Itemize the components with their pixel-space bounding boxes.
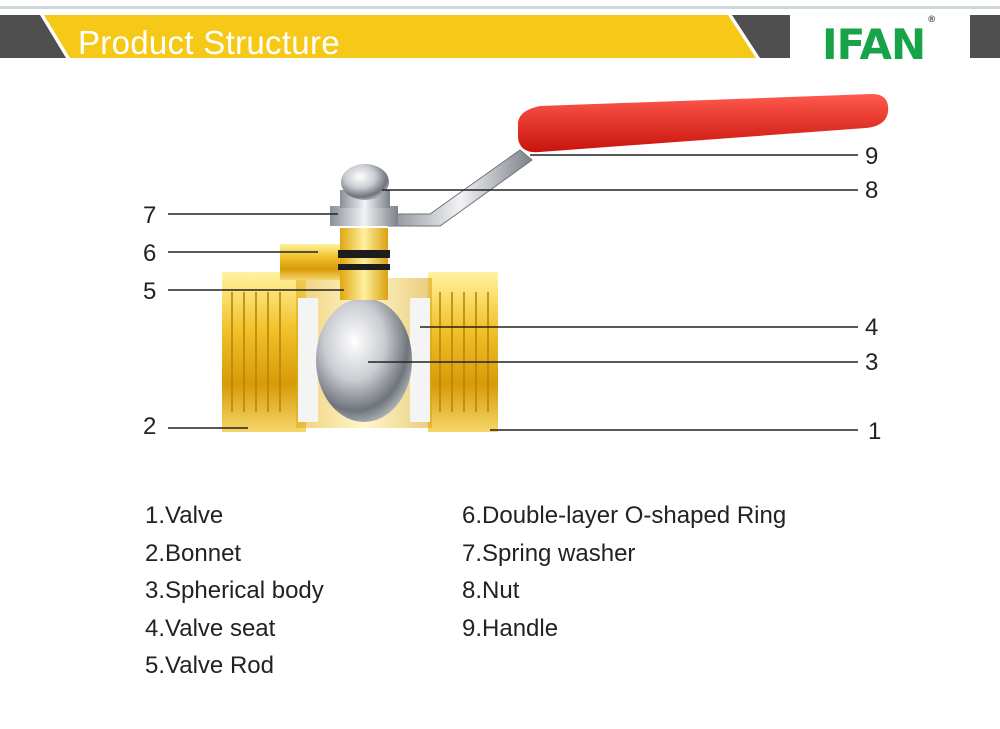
legend-item: 4.Valve seat [145, 614, 276, 642]
legend-item: 2.Bonnet [145, 539, 242, 567]
legend-item: 1.Valve [145, 502, 224, 529]
brand-logo: IFAN® [822, 15, 936, 69]
o-ring-upper [338, 250, 390, 258]
callout-4: 4 [865, 314, 879, 341]
banner-shapes [0, 15, 1000, 58]
legend-right: 6.Double-layer O-shaped Ring 7.Spring wa… [462, 497, 786, 647]
header-banner: Product Structure IFAN® [0, 9, 1000, 69]
legend-item: 6.Double-layer O-shaped Ring [462, 502, 787, 529]
callout-3: 3 [865, 349, 879, 376]
callout-8: 8 [865, 177, 879, 204]
callout-7: 7 [143, 202, 157, 229]
port-threads [231, 292, 489, 412]
o-ring-lower [338, 264, 390, 270]
page-title: Product Structure [78, 24, 340, 61]
callout-lines [168, 154, 858, 431]
top-rule [0, 6, 1000, 9]
left-port [222, 272, 306, 432]
legend-item: 8.Nut [462, 577, 520, 604]
callout-1: 1 [868, 418, 882, 445]
callout-2: 2 [143, 413, 157, 440]
legend-item: 7.Spring washer [462, 539, 636, 567]
legend-item: 5.Valve Rod [145, 652, 274, 679]
registered-mark: ® [927, 15, 937, 25]
spherical-ball [316, 298, 412, 422]
logo-text: IFAN [822, 20, 926, 69]
seat-right [410, 298, 430, 422]
cap-nut [341, 164, 389, 200]
legend-item: 9.Handle [462, 614, 559, 642]
callout-5: 5 [143, 278, 157, 305]
spring-washer [330, 206, 398, 226]
callout-6: 6 [143, 240, 157, 267]
valve-diagram [168, 94, 889, 432]
handle-arm [387, 149, 533, 227]
handle-grip [518, 94, 889, 153]
legend-left: 1.Valve 2.Bonnet 3.Spherical body 4.Valv… [145, 497, 324, 685]
callout-9: 9 [865, 143, 879, 170]
legend-item: 3.Spherical body [145, 577, 324, 604]
seat-left [298, 298, 318, 422]
